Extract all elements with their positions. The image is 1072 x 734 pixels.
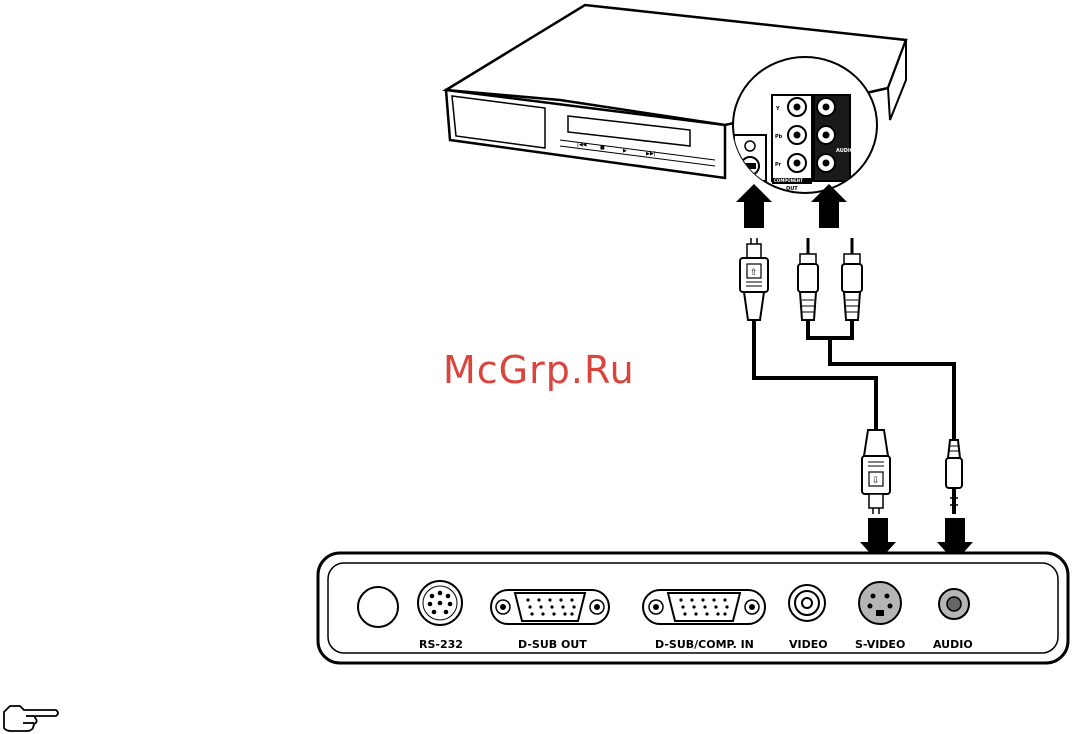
svg-text:Y: Y [775, 106, 780, 112]
svg-text:|◀◀: |◀◀ [577, 142, 587, 148]
svg-text:⇧: ⇧ [750, 268, 758, 278]
svg-text:RS-232: RS-232 [419, 638, 463, 651]
ir-sensor [358, 587, 398, 627]
svg-text:■: ■ [600, 145, 605, 151]
projector-panel: RS-232 D-SUB OUT [318, 553, 1068, 663]
svg-text:AUDIO: AUDIO [933, 638, 973, 651]
rs232-port: RS-232 [418, 581, 463, 651]
svg-text:COMPONENT: COMPONENT [774, 178, 803, 183]
svg-text:S-VIDEO: S-VIDEO [855, 638, 905, 651]
svg-text:⇩: ⇩ [872, 476, 880, 486]
svg-text:▶▶|: ▶▶| [646, 151, 656, 157]
dsub-comp-in-port: D-SUB/COMP. IN [643, 590, 765, 651]
svg-text:Pr: Pr [775, 162, 782, 168]
svideo-plug-top: ⇧ [740, 238, 768, 320]
pointing-hand-icon [4, 706, 58, 731]
rca-plug-right [842, 238, 862, 320]
rca-plug-left [798, 238, 818, 320]
watermark: McGrp.Ru [443, 348, 635, 392]
svg-text:Pb: Pb [775, 134, 783, 140]
svg-text:▶: ▶ [623, 148, 627, 154]
svg-text:D-SUB/COMP. IN: D-SUB/COMP. IN [655, 638, 754, 651]
svg-text:AUDIO: AUDIO [836, 148, 854, 154]
arrow-up-svideo [736, 184, 772, 228]
dvd-rear-zoom: Y Pb Pr COMPONENT OUT AUDIO [733, 57, 877, 193]
svg-text:D-SUB OUT: D-SUB OUT [518, 638, 587, 651]
svideo-plug-bottom: ⇩ [862, 430, 890, 514]
mini-jack-plug [946, 440, 962, 514]
svg-text:VIDEO: VIDEO [789, 638, 828, 651]
